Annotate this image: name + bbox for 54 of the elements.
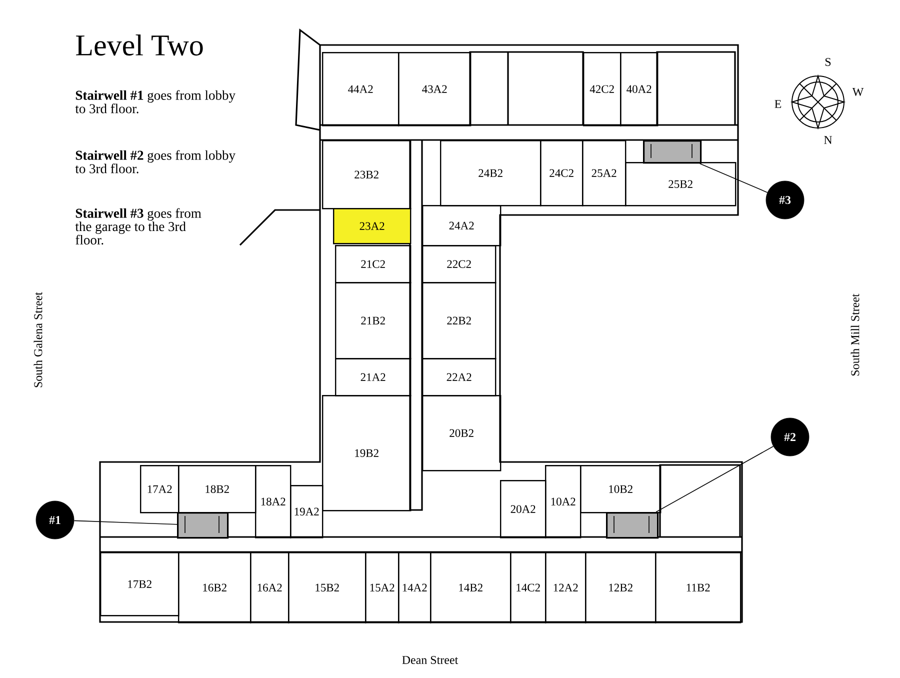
title: Level Two — [76, 34, 203, 56]
note: Stairwell #3 goes from the garage to the 3rd floor. — [75, 208, 202, 245]
unit-room: 21B2 — [335, 282, 412, 360]
unit-room: 20A2 — [500, 480, 546, 538]
unit-room: 14C2 — [510, 552, 546, 624]
unit-room: 25A2 — [582, 140, 626, 206]
callout-number: #2 — [770, 418, 810, 456]
highlighted-unit: 23A2 — [333, 208, 412, 244]
unit-room: 24A2 — [422, 205, 502, 246]
unit-room: 12A2 — [545, 552, 586, 624]
unit-room: 21C2 — [335, 245, 412, 284]
street-name: Dean Street — [402, 656, 458, 664]
leader-line — [699, 163, 768, 193]
unit-room: 14B2 — [430, 552, 512, 624]
unit-room: 17B2 — [100, 552, 180, 616]
callout-number: #1 — [36, 500, 74, 540]
stairwell-drawing — [606, 512, 659, 539]
unit-room: 20B2 — [422, 395, 502, 472]
unit-room: 19B2 — [322, 395, 412, 512]
unit-room: 12B2 — [585, 552, 656, 624]
unit-room: 42C2 — [583, 52, 622, 126]
unit-room: 17A2 — [140, 465, 180, 514]
stairwell-drawing — [643, 140, 702, 164]
unit-room: 43A2 — [398, 52, 472, 126]
compass-letter: S — [825, 58, 831, 66]
note: Stairwell #1 goes from lobby to 3rd floor. — [75, 90, 236, 114]
unit-room: 15B2 — [288, 552, 366, 624]
unit-room: 11B2 — [655, 552, 742, 624]
callout-number: #3 — [766, 180, 804, 220]
unit-room: 21A2 — [335, 358, 412, 396]
unit-room: 44A2 — [322, 52, 400, 126]
unit-room: 18A2 — [255, 465, 292, 538]
note: Stairwell #2 goes from lobby to 3rd floor. — [75, 150, 236, 174]
street-name: South Galena Street — [34, 292, 42, 388]
street-name: South Mill Street — [850, 294, 860, 376]
unit-room: 24B2 — [440, 140, 542, 206]
unit-room: 22A2 — [422, 358, 496, 396]
unit-room: 19A2 — [290, 485, 324, 538]
unit-room: 10A2 — [545, 465, 582, 538]
unit-room: 40A2 — [620, 52, 658, 126]
compass-letter: E — [774, 100, 782, 108]
leader-line — [656, 446, 774, 512]
compass-letter: N — [824, 136, 832, 144]
unit-room: 22C2 — [422, 245, 496, 284]
leader-line — [74, 520, 178, 525]
unit-room: 15A2 — [365, 552, 400, 624]
unit-room: 25B2 — [625, 162, 736, 206]
stairwell-drawing — [177, 512, 229, 539]
unit-room: 16A2 — [250, 552, 290, 624]
unit-room: 14A2 — [398, 552, 432, 624]
unit-room: 24C2 — [540, 140, 584, 206]
compass-letter: W — [852, 88, 864, 96]
unit-room: 22B2 — [422, 282, 496, 360]
unit-room: 16B2 — [178, 552, 252, 624]
